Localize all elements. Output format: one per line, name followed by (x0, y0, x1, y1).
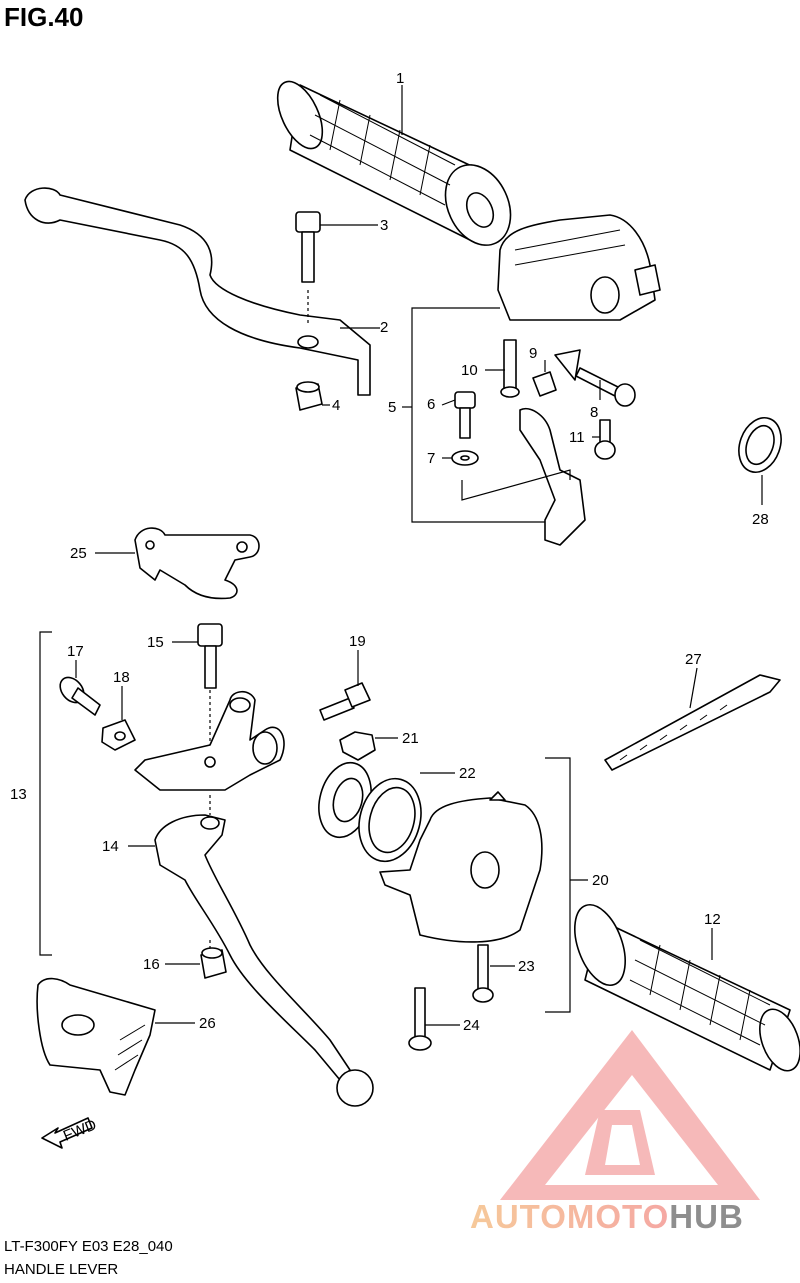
part-13-lever-holder (134, 690, 285, 791)
figure-code: LT-F300FY E03 E28_040 (4, 1238, 173, 1255)
figure-title: FIG.40 (4, 2, 84, 32)
callout-9: 9 (529, 345, 537, 362)
callout-13: 13 (10, 786, 27, 803)
part-1-grip (276, 80, 512, 246)
part-9-nut (532, 371, 557, 397)
callout-25: 25 (70, 545, 87, 562)
part-22-ring (318, 761, 422, 863)
part-25-bracket (134, 527, 260, 600)
part-7-washer (451, 450, 479, 466)
part-18-nut (101, 719, 136, 751)
part-15-bolt (197, 623, 223, 689)
part-24-screw (408, 987, 432, 1051)
part-27-cable-tie (604, 674, 781, 771)
callout-4: 4 (332, 397, 340, 414)
part-6-screw (454, 391, 476, 439)
fwd-label: FWD (61, 1116, 99, 1145)
part-21-clamp (339, 731, 376, 761)
callout-22: 22 (459, 765, 476, 782)
leader-lines (75, 85, 713, 1026)
part-12-grip (574, 904, 800, 1072)
callout-21: 21 (402, 730, 419, 747)
callout-27: 27 (685, 651, 702, 668)
part-3-bolt (295, 211, 321, 283)
callout-7: 7 (427, 450, 435, 467)
callout-18: 18 (113, 669, 130, 686)
part-10-screw (500, 339, 520, 398)
callout-14: 14 (102, 838, 119, 855)
part-5-switch-lever (461, 408, 586, 546)
fwd-arrow: FWD (41, 1116, 99, 1149)
part-28-ring (738, 417, 782, 473)
callout-17: 17 (67, 643, 84, 660)
figure-name: HANDLE LEVER (4, 1261, 119, 1278)
callout-3: 3 (380, 217, 388, 234)
part-23-screw (472, 944, 494, 1003)
callout-26: 26 (199, 1015, 216, 1032)
callout-6: 6 (427, 396, 435, 413)
part-4-nut (295, 381, 323, 411)
callout-8: 8 (590, 404, 598, 421)
callout-10: 10 (461, 362, 478, 379)
part-11-screw (594, 419, 616, 460)
part-5-bracket (402, 307, 545, 523)
callout-11: 11 (569, 429, 585, 446)
part-8-screw (575, 367, 636, 407)
callout-28: 28 (752, 511, 769, 528)
part-17-adjuster (59, 676, 101, 716)
callout-1: 1 (396, 70, 404, 87)
callout-16: 16 (143, 956, 160, 973)
part-20-switch-housing (379, 791, 543, 943)
part-16-nut (200, 947, 227, 979)
callout-19: 19 (349, 633, 366, 650)
watermark-text: AUTOMOTOHUB (470, 1198, 744, 1236)
watermark-part-1: AUTOMOTO (470, 1198, 670, 1235)
callout-24: 24 (463, 1017, 480, 1034)
part-14-lever (154, 814, 374, 1107)
callout-5: 5 (388, 399, 396, 416)
part-13-bracket (39, 631, 52, 956)
part-5-switch-housing (497, 214, 661, 381)
watermark-logo (500, 1030, 760, 1200)
part-2-lever (24, 187, 371, 396)
callout-23: 23 (518, 958, 535, 975)
part-20-bracket (545, 757, 571, 1013)
callout-2: 2 (380, 319, 388, 336)
callout-20: 20 (592, 872, 609, 889)
callout-12: 12 (704, 911, 721, 928)
part-19-screw (319, 682, 371, 721)
watermark-part-2: HUB (669, 1198, 744, 1235)
part-26-cover (36, 977, 156, 1096)
callout-15: 15 (147, 634, 164, 651)
